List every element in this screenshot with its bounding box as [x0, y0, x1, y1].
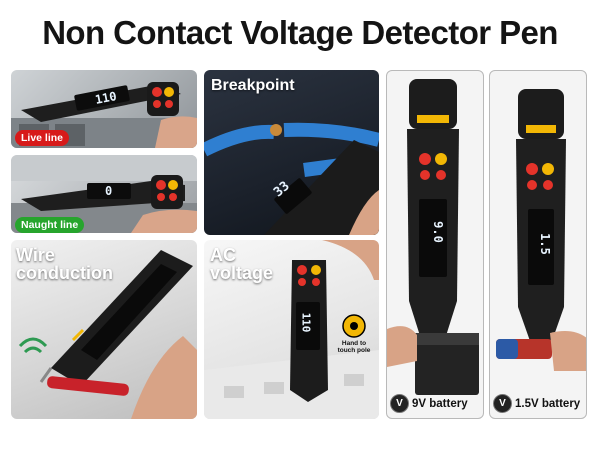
wire-conduction-label-line2: conduction: [16, 263, 113, 283]
breakpoint-label: Breakpoint: [211, 77, 295, 94]
breakpoint-panel: Breakpoint 33: [204, 70, 379, 235]
ac-voltage-note-line1: Hand to: [341, 340, 367, 347]
naught-line-panel: 0 Naught line: [11, 155, 197, 233]
battery-9v-caption: V 9V battery: [390, 394, 468, 413]
wire-conduction-label-line1: Wire: [16, 245, 55, 265]
page-title: Non Contact Voltage Detector Pen: [42, 14, 558, 51]
naught-line-display-reading: 0: [105, 184, 113, 198]
live-line-panel: 110 Live line: [11, 70, 197, 148]
ac-voltage-label-line1: AC: [210, 245, 236, 265]
battery-15v-label: 1.5V battery: [515, 397, 581, 410]
live-line-badge: Live line: [15, 130, 70, 146]
shield-v-icon: V: [390, 394, 409, 413]
shield-v-icon: V: [493, 394, 512, 413]
battery-9v-panel: 9.0 V 9V battery: [386, 70, 484, 419]
battery-9v-illustration: [387, 79, 479, 395]
ac-voltage-panel: AC voltage 110 Hand to touch pole: [204, 240, 379, 419]
wire-conduction-illustration: [18, 250, 197, 419]
battery-15v-display-reading: 1.5: [537, 233, 552, 255]
ac-voltage-illustration: [204, 240, 379, 419]
wire-conduction-panel: Wire conduction: [11, 240, 197, 419]
battery-9v-label: 9V battery: [412, 397, 468, 410]
battery-15v-panel: 1.5 V 1.5V battery: [489, 70, 587, 419]
breakpoint-illustration: [204, 122, 379, 235]
live-line-illustration: [11, 82, 197, 148]
ac-voltage-note-line2: touch pole: [337, 347, 371, 354]
battery-15v-caption: V 1.5V battery: [493, 394, 580, 413]
battery-9v-display-reading: 9.0: [430, 221, 445, 243]
ac-voltage-display-reading: 110: [299, 312, 313, 333]
battery-15v-illustration: [496, 89, 586, 371]
naught-line-badge: Naught line: [15, 217, 85, 233]
ac-voltage-label-line2: voltage: [210, 263, 274, 283]
